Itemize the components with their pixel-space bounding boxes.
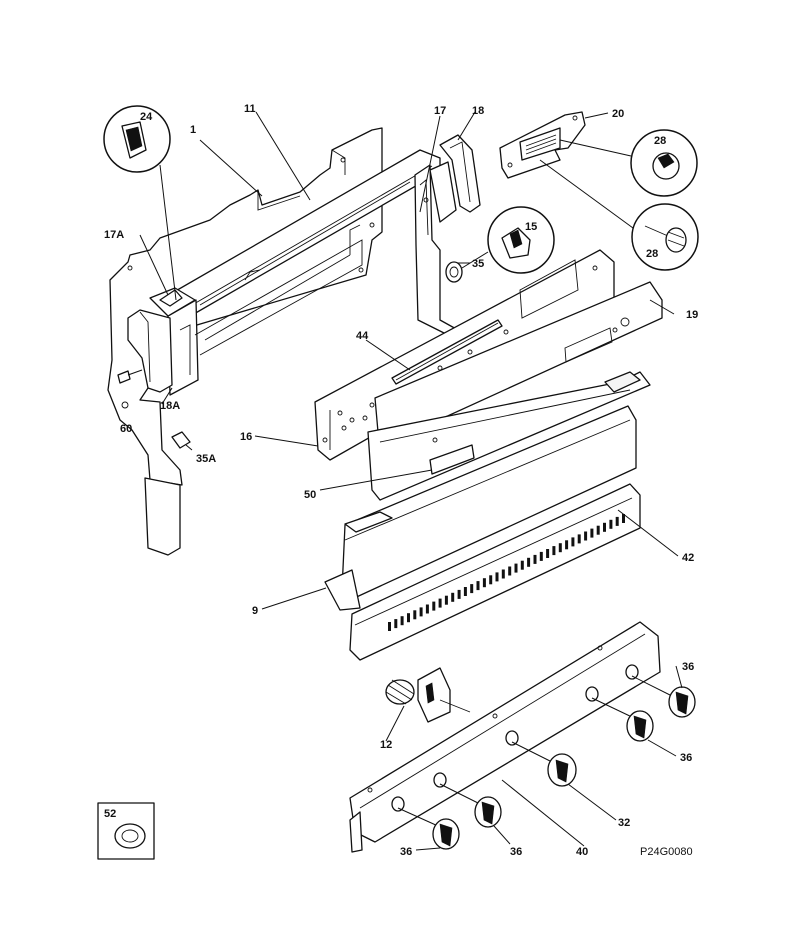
- vent-slot: [501, 569, 505, 579]
- inner-frame: [194, 224, 363, 356]
- switch-bracket: [385, 667, 471, 723]
- left-end-cap: [127, 287, 196, 393]
- vent-slot: [539, 551, 543, 561]
- callout-35a: 35A: [196, 453, 216, 465]
- callout-11: 11: [244, 103, 256, 115]
- callout-36-a: 36: [400, 846, 412, 858]
- vent-slot: [533, 554, 537, 564]
- vent-slot: [527, 557, 531, 567]
- display-strip-44: [391, 319, 503, 385]
- knob-36-d: [631, 675, 696, 718]
- left-leg: [144, 477, 181, 556]
- vent-slot: [514, 563, 518, 573]
- callout-40: 40: [576, 846, 588, 858]
- grommet-35: [445, 261, 463, 283]
- vent-slot: [577, 534, 581, 544]
- callout-24: 24: [140, 111, 153, 123]
- callout-35: 35: [472, 258, 484, 270]
- callout-17a: 17A: [104, 229, 124, 241]
- vent-slot: [425, 604, 429, 614]
- knob-36-c: [591, 697, 654, 742]
- vent-slot: [451, 592, 455, 602]
- vent-slot: [413, 610, 417, 620]
- callout-1: 1: [190, 124, 196, 136]
- callout-20: 20: [612, 108, 624, 120]
- callout-28-bottom: 28: [646, 248, 658, 260]
- callout-12: 12: [380, 739, 392, 751]
- vent-slot: [400, 616, 404, 626]
- vent-slot: [508, 566, 512, 576]
- vent-slot: [432, 601, 436, 611]
- vent-slot: [419, 607, 423, 617]
- vent-slot: [603, 522, 606, 532]
- drawing-number: P24G0080: [640, 846, 693, 858]
- vent-slots: [388, 514, 625, 631]
- knob-32: [511, 741, 577, 787]
- vent-slot: [394, 619, 398, 629]
- vent-slot: [463, 587, 467, 596]
- callout-50: 50: [304, 489, 316, 501]
- grommet-35a: [171, 431, 191, 449]
- vent-slot: [388, 622, 391, 631]
- callout-19: 19: [686, 309, 698, 321]
- control-bracket-40: [349, 621, 661, 853]
- callout-32: 32: [618, 817, 630, 829]
- screw-60: [117, 369, 143, 384]
- callout-16: 16: [240, 431, 252, 443]
- vent-slot: [444, 595, 448, 605]
- vent-slot: [558, 543, 562, 553]
- vent-slot: [546, 549, 550, 558]
- callout-18a: 18A: [160, 400, 180, 412]
- detail-bubble-24: [103, 105, 177, 301]
- callout-42: 42: [682, 552, 694, 564]
- vent-slot: [438, 598, 442, 608]
- callout-17: 17: [434, 105, 446, 117]
- knob-36-a: [397, 807, 460, 850]
- callout-36-c: 36: [680, 752, 692, 764]
- callout-labels: 1 11 17 18 20 24 28 15 28 35 17A 19 44 1…: [104, 103, 698, 858]
- detail-bubble-28-top: [559, 129, 698, 197]
- vent-slot: [407, 613, 410, 623]
- vent-panel-42: [349, 483, 641, 661]
- vent-slot: [482, 578, 486, 588]
- vent-slot: [470, 584, 474, 594]
- vent-slot: [457, 589, 461, 599]
- vent-slot: [609, 519, 613, 529]
- frame-right-end: [414, 164, 459, 341]
- right-end-cap: [429, 134, 481, 223]
- knob-36-b: [439, 783, 502, 828]
- callout-60: 60: [120, 423, 132, 435]
- callout-15: 15: [525, 221, 537, 233]
- callout-44: 44: [356, 330, 369, 342]
- vent-slot: [489, 575, 493, 585]
- vent-slot: [584, 531, 588, 541]
- vent-slot: [495, 572, 499, 582]
- leader-lines: [139, 111, 683, 851]
- vent-slot: [520, 560, 524, 570]
- inset-box-52: [97, 802, 155, 860]
- vent-slot: [565, 540, 569, 550]
- vent-slot: [615, 516, 619, 526]
- channel-50: [367, 371, 651, 501]
- callout-36-b: 36: [510, 846, 522, 858]
- vent-slot: [590, 528, 594, 538]
- vent-slot: [552, 546, 556, 556]
- callout-36-d: 36: [682, 661, 694, 673]
- callout-52: 52: [104, 808, 116, 820]
- callout-28-top: 28: [654, 135, 666, 147]
- vent-slot: [476, 581, 480, 591]
- detail-bubble-28-bottom: [539, 159, 699, 271]
- vent-slot: [622, 514, 625, 523]
- trim-9: [324, 405, 637, 611]
- detail-bubble-15: [461, 206, 555, 274]
- vent-slot: [596, 525, 600, 535]
- top-rail: [159, 149, 441, 396]
- vent-slot: [571, 537, 575, 547]
- callout-18: 18: [472, 105, 484, 117]
- callout-9: 9: [252, 605, 258, 617]
- bracket-20: [499, 111, 586, 179]
